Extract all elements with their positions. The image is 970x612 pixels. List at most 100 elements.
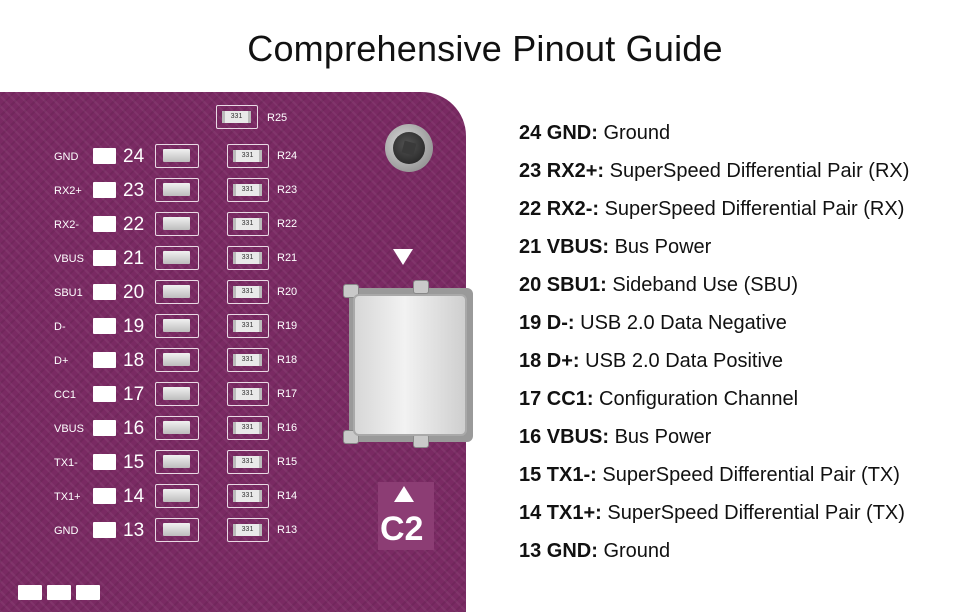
capacitor bbox=[155, 348, 199, 372]
solder-pad bbox=[93, 352, 116, 368]
capacitor bbox=[155, 178, 199, 202]
capacitor bbox=[155, 246, 199, 270]
resistor: 331 bbox=[227, 484, 269, 508]
resistor-code: 331 bbox=[233, 490, 262, 502]
legend-pin: 19 D-: bbox=[519, 312, 575, 334]
capacitor bbox=[155, 382, 199, 406]
pin-number: 18 bbox=[123, 350, 145, 371]
resistor-code: 331 bbox=[233, 252, 262, 264]
resistor-code: 331 bbox=[233, 218, 262, 230]
legend-item: 14 TX1+: SuperSpeed Differential Pair (T… bbox=[519, 502, 905, 525]
resistor-code: 331 bbox=[233, 388, 262, 400]
pin-number: 15 bbox=[123, 452, 145, 473]
resistor-label: R16 bbox=[277, 422, 298, 434]
pin-label: VBUS bbox=[54, 423, 84, 435]
pin-number: 22 bbox=[123, 214, 145, 235]
resistor: 331 bbox=[227, 314, 269, 338]
resistor: 331 bbox=[227, 348, 269, 372]
legend-description: SuperSpeed Differential Pair (RX) bbox=[604, 160, 910, 182]
resistor: 331 bbox=[227, 450, 269, 474]
legend-pin: 13 GND: bbox=[519, 540, 598, 562]
resistor-r25: 331 bbox=[216, 105, 258, 129]
legend-item: 23 RX2+: SuperSpeed Differential Pair (R… bbox=[519, 160, 909, 183]
resistor-label: R20 bbox=[277, 286, 298, 298]
pin-number: 14 bbox=[123, 486, 145, 507]
resistor-label: R18 bbox=[277, 354, 298, 366]
solder-pad bbox=[93, 488, 116, 504]
resistor: 331 bbox=[227, 416, 269, 440]
pin-number: 23 bbox=[123, 180, 145, 201]
legend-item: 13 GND: Ground bbox=[519, 540, 670, 563]
legend-pin: 15 TX1-: bbox=[519, 464, 597, 486]
legend-pin: 18 D+: bbox=[519, 350, 580, 372]
legend-description: SuperSpeed Differential Pair (RX) bbox=[599, 198, 905, 220]
resistor-code: 331 bbox=[233, 184, 262, 196]
resistor-label: R13 bbox=[277, 524, 298, 536]
pin-label: GND bbox=[54, 151, 79, 163]
pin-number: 19 bbox=[123, 316, 145, 337]
legend-pin: 16 VBUS: bbox=[519, 426, 610, 448]
resistor-code: 331 bbox=[233, 286, 262, 298]
resistor-code: 331 bbox=[233, 422, 262, 434]
resistor-label: R19 bbox=[277, 320, 298, 332]
resistor-label: R22 bbox=[277, 218, 298, 230]
legend-item: 22 RX2-: SuperSpeed Differential Pair (R… bbox=[519, 198, 904, 221]
resistor: 331 bbox=[227, 144, 269, 168]
resistor-label: R17 bbox=[277, 388, 298, 400]
resistor-code: 331 bbox=[233, 524, 262, 536]
solder-pad bbox=[93, 420, 116, 436]
usb-c-connector bbox=[343, 280, 476, 450]
legend-description: Configuration Channel bbox=[593, 388, 799, 410]
resistor-label: R14 bbox=[277, 490, 298, 502]
solder-pad bbox=[93, 318, 116, 334]
resistor-code: 331 bbox=[233, 320, 262, 332]
resistor-label: R21 bbox=[277, 252, 298, 264]
legend-item: 19 D-: USB 2.0 Data Negative bbox=[519, 312, 787, 335]
pin-number: 17 bbox=[123, 384, 145, 405]
connector-label: C2 bbox=[380, 510, 424, 548]
mounting-screw bbox=[385, 124, 433, 172]
legend-pin: 14 TX1+: bbox=[519, 502, 602, 524]
capacitor bbox=[155, 212, 199, 236]
page-title: Comprehensive Pinout Guide bbox=[247, 28, 723, 69]
legend-item: 18 D+: USB 2.0 Data Positive bbox=[519, 350, 783, 373]
legend-item: 16 VBUS: Bus Power bbox=[519, 426, 711, 449]
solder-pad bbox=[93, 216, 116, 232]
legend-description: Sideband Use (SBU) bbox=[606, 274, 799, 296]
resistor-code: 331 bbox=[233, 456, 262, 468]
legend-item: 17 CC1: Configuration Channel bbox=[519, 388, 798, 411]
resistor-label: R23 bbox=[277, 184, 298, 196]
legend-item: 21 VBUS: Bus Power bbox=[519, 236, 711, 259]
legend-item: 20 SBU1: Sideband Use (SBU) bbox=[519, 274, 798, 297]
resistor-code: 331 bbox=[233, 150, 262, 162]
legend-description: Bus Power bbox=[609, 236, 712, 258]
legend-item: 15 TX1-: SuperSpeed Differential Pair (T… bbox=[519, 464, 900, 487]
legend-pin: 20 SBU1: bbox=[519, 274, 607, 296]
arrow-down-icon bbox=[393, 249, 413, 265]
capacitor bbox=[155, 484, 199, 508]
resistor: 331 bbox=[227, 178, 269, 202]
legend-description: USB 2.0 Data Positive bbox=[579, 350, 784, 372]
legend-item: 24 GND: Ground bbox=[519, 122, 670, 145]
capacitor bbox=[155, 314, 199, 338]
pin-label: RX2- bbox=[54, 219, 80, 231]
resistor: 331 bbox=[227, 518, 269, 542]
pin-number: 16 bbox=[123, 418, 145, 439]
resistor-label-r25: R25 bbox=[267, 112, 288, 124]
capacitor bbox=[155, 518, 199, 542]
pin-label: TX1+ bbox=[54, 491, 81, 503]
solder-pad bbox=[93, 148, 116, 164]
capacitor bbox=[155, 144, 199, 168]
pin-number: 24 bbox=[123, 146, 145, 167]
solder-pad bbox=[93, 522, 116, 538]
solder-pad bbox=[93, 182, 116, 198]
pin-number: 21 bbox=[123, 248, 145, 269]
pin-label: GND bbox=[54, 525, 79, 537]
legend-pin: 21 VBUS: bbox=[519, 236, 610, 258]
legend-pin: 17 CC1: bbox=[519, 388, 594, 410]
legend-description: SuperSpeed Differential Pair (TX) bbox=[601, 502, 905, 524]
resistor-label: R15 bbox=[277, 456, 298, 468]
legend-description: Ground bbox=[597, 122, 671, 144]
pin-number: 13 bbox=[123, 520, 145, 541]
legend-pin: 22 RX2-: bbox=[519, 198, 600, 220]
